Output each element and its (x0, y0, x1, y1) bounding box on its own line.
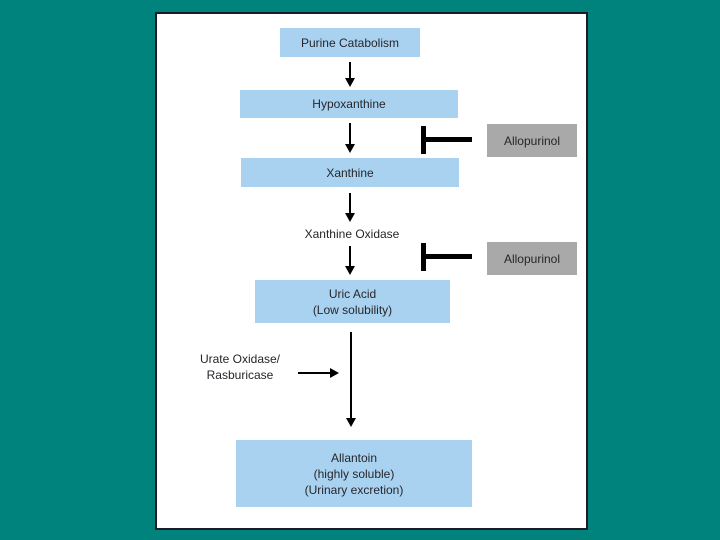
arrow-oxidase-to-uric-acid (345, 246, 355, 275)
inhibitor-tee-lower (421, 243, 472, 271)
node-allantoin-line3: (Urinary excretion) (304, 482, 404, 497)
label-urate-oxidase: Urate Oxidase/ Rasburicase (177, 351, 303, 383)
node-allantoin-line2: (highly soluble) (313, 466, 395, 481)
node-xanthine-label: Xanthine (326, 165, 374, 180)
node-allantoin: Allantoin (highly soluble) (Urinary excr… (236, 440, 472, 507)
arrow-uric-acid-to-allantoin (346, 332, 356, 427)
arrow-hypoxanthine-to-xanthine (345, 123, 355, 153)
node-allopurinol-lower-label: Allopurinol (503, 251, 561, 266)
node-uric-acid-line1: Uric Acid (328, 286, 377, 301)
inhibitor-bar-icon (421, 126, 426, 154)
arrow-line (350, 332, 352, 418)
node-purine-catabolism-label: Purine Catabolism (300, 35, 400, 50)
inhibitor-line (424, 254, 472, 259)
node-uric-acid-line2: (Low solubility) (312, 302, 393, 317)
arrow-urate-oxidase-to-path (298, 368, 339, 378)
node-purine-catabolism: Purine Catabolism (280, 28, 420, 57)
arrow-line (349, 123, 351, 144)
arrowhead-down-icon (345, 266, 355, 275)
node-hypoxanthine: Hypoxanthine (240, 90, 458, 118)
node-hypoxanthine-label: Hypoxanthine (312, 97, 386, 111)
node-xanthine: Xanthine (241, 158, 459, 187)
inhibitor-tee-upper (421, 126, 472, 154)
node-uric-acid: Uric Acid (Low solubility) (255, 280, 450, 323)
arrowhead-down-icon (345, 78, 355, 87)
label-urate-oxidase-line2: Rasburicase (206, 368, 274, 382)
arrow-purine-to-hypoxanthine (345, 62, 355, 87)
arrow-line (349, 193, 351, 213)
node-allopurinol-lower: Allopurinol (487, 242, 577, 275)
inhibitor-bar-icon (421, 243, 426, 271)
arrowhead-down-icon (346, 418, 356, 427)
arrow-line (349, 246, 351, 266)
arrow-line (349, 62, 351, 78)
label-xanthine-oxidase: Xanthine Oxidase (304, 227, 400, 241)
arrowhead-down-icon (345, 144, 355, 153)
label-urate-oxidase-line1: Urate Oxidase/ (199, 352, 281, 366)
arrowhead-down-icon (345, 213, 355, 222)
arrowhead-right-icon (330, 368, 339, 378)
inhibitor-line (424, 137, 472, 142)
arrow-xanthine-to-oxidase (345, 193, 355, 222)
node-allopurinol-upper-label: Allopurinol (503, 133, 561, 148)
node-allantoin-line1: Allantoin (330, 450, 378, 465)
node-allopurinol-upper: Allopurinol (487, 124, 577, 157)
arrow-line (298, 372, 330, 374)
